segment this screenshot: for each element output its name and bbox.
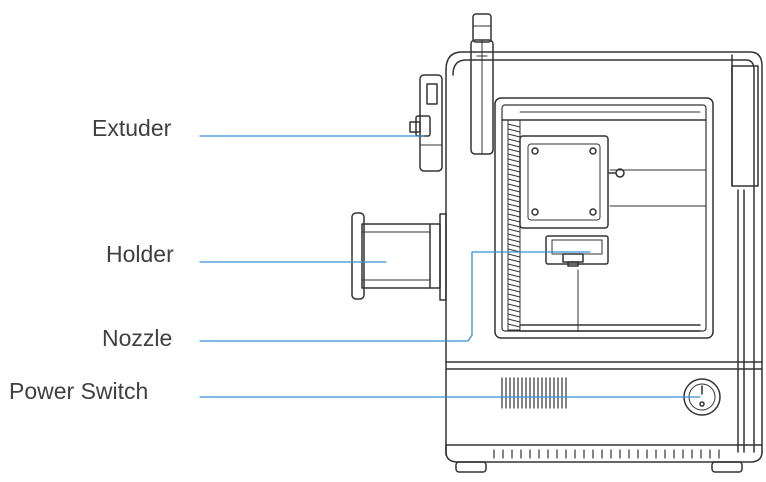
front-vent [501, 377, 567, 409]
print-head [519, 135, 625, 267]
base-vent-slots [493, 449, 720, 459]
z-lead-screw [507, 119, 521, 331]
label-extruder: Extuder [92, 115, 172, 141]
leader-lines [199, 135, 701, 398]
spool-holder [351, 212, 447, 301]
leader-nozzle [199, 251, 591, 342]
extruder-assembly [409, 74, 443, 172]
top-rod [470, 13, 494, 155]
label-power-switch: Power Switch [9, 378, 149, 404]
label-nozzle: Nozzle [102, 325, 173, 351]
label-holder: Holder [106, 241, 174, 267]
printer-feet [455, 461, 743, 473]
